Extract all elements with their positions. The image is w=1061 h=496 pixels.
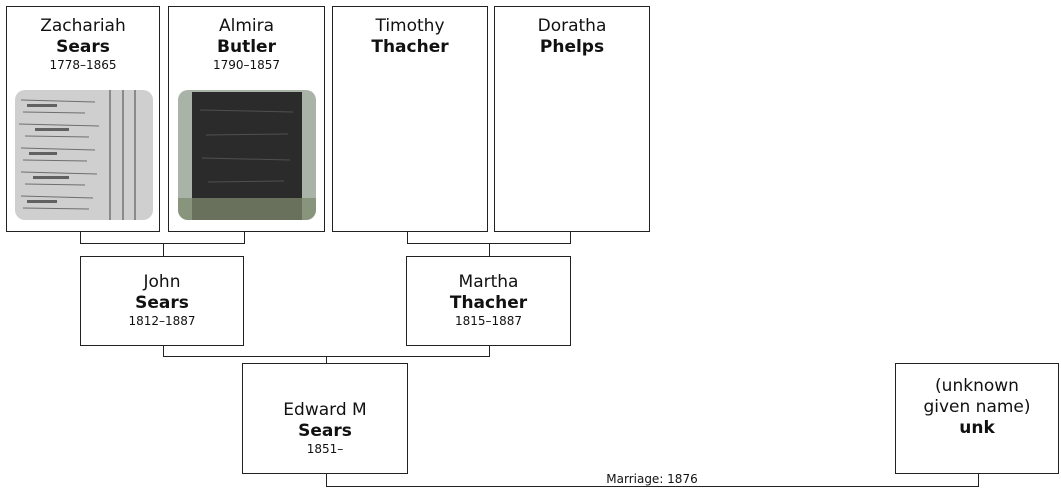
connector-line: [163, 243, 164, 256]
life-years: 1790–1857: [169, 58, 324, 73]
person-card-john-sears[interactable]: John Sears 1812–1887: [80, 256, 244, 346]
life-years: 1812–1887: [81, 314, 243, 329]
connector-line: [326, 356, 327, 363]
connector-line: [489, 243, 490, 256]
marriage-label: Marriage: 1876: [592, 472, 712, 486]
surname: Thacher: [407, 293, 570, 314]
life-years: 1815–1887: [407, 314, 570, 329]
person-card-spouse-unknown[interactable]: (unknown given name) unk: [895, 363, 1059, 474]
given-name: Martha: [407, 272, 570, 293]
life-years: 1851–: [243, 442, 407, 457]
surname: Sears: [7, 37, 159, 58]
person-card-timothy-thacher[interactable]: Timothy Thacher: [332, 6, 488, 232]
surname: Sears: [243, 421, 407, 442]
given-name: (unknown given name): [916, 376, 1038, 418]
marriage-line: [326, 486, 979, 487]
person-card-martha-thacher[interactable]: Martha Thacher 1815–1887: [406, 256, 571, 346]
surname: unk: [916, 418, 1038, 439]
surname: Butler: [169, 37, 324, 58]
marriage-line: [326, 473, 327, 487]
life-years: 1778–1865: [7, 58, 159, 73]
given-name: John: [81, 272, 243, 293]
given-name: Timothy: [333, 16, 487, 37]
person-card-edward-m-sears[interactable]: Edward M Sears 1851–: [242, 363, 408, 474]
census-record-photo-icon: [15, 90, 153, 220]
person-card-almira-butler[interactable]: Almira Butler 1790–1857: [168, 6, 325, 232]
given-name: Edward M: [243, 400, 407, 421]
person-card-doratha-phelps[interactable]: Doratha Phelps: [494, 6, 650, 232]
given-name: Zachariah: [7, 16, 159, 37]
given-name: Doratha: [495, 16, 649, 37]
marriage-line: [978, 473, 979, 487]
gravestone-photo-icon: [178, 90, 316, 220]
surname: Sears: [81, 293, 243, 314]
person-card-zachariah-sears[interactable]: Zachariah Sears 1778–1865: [6, 6, 160, 232]
surname: Phelps: [495, 37, 649, 58]
surname: Thacher: [333, 37, 487, 58]
given-name: Almira: [169, 16, 324, 37]
